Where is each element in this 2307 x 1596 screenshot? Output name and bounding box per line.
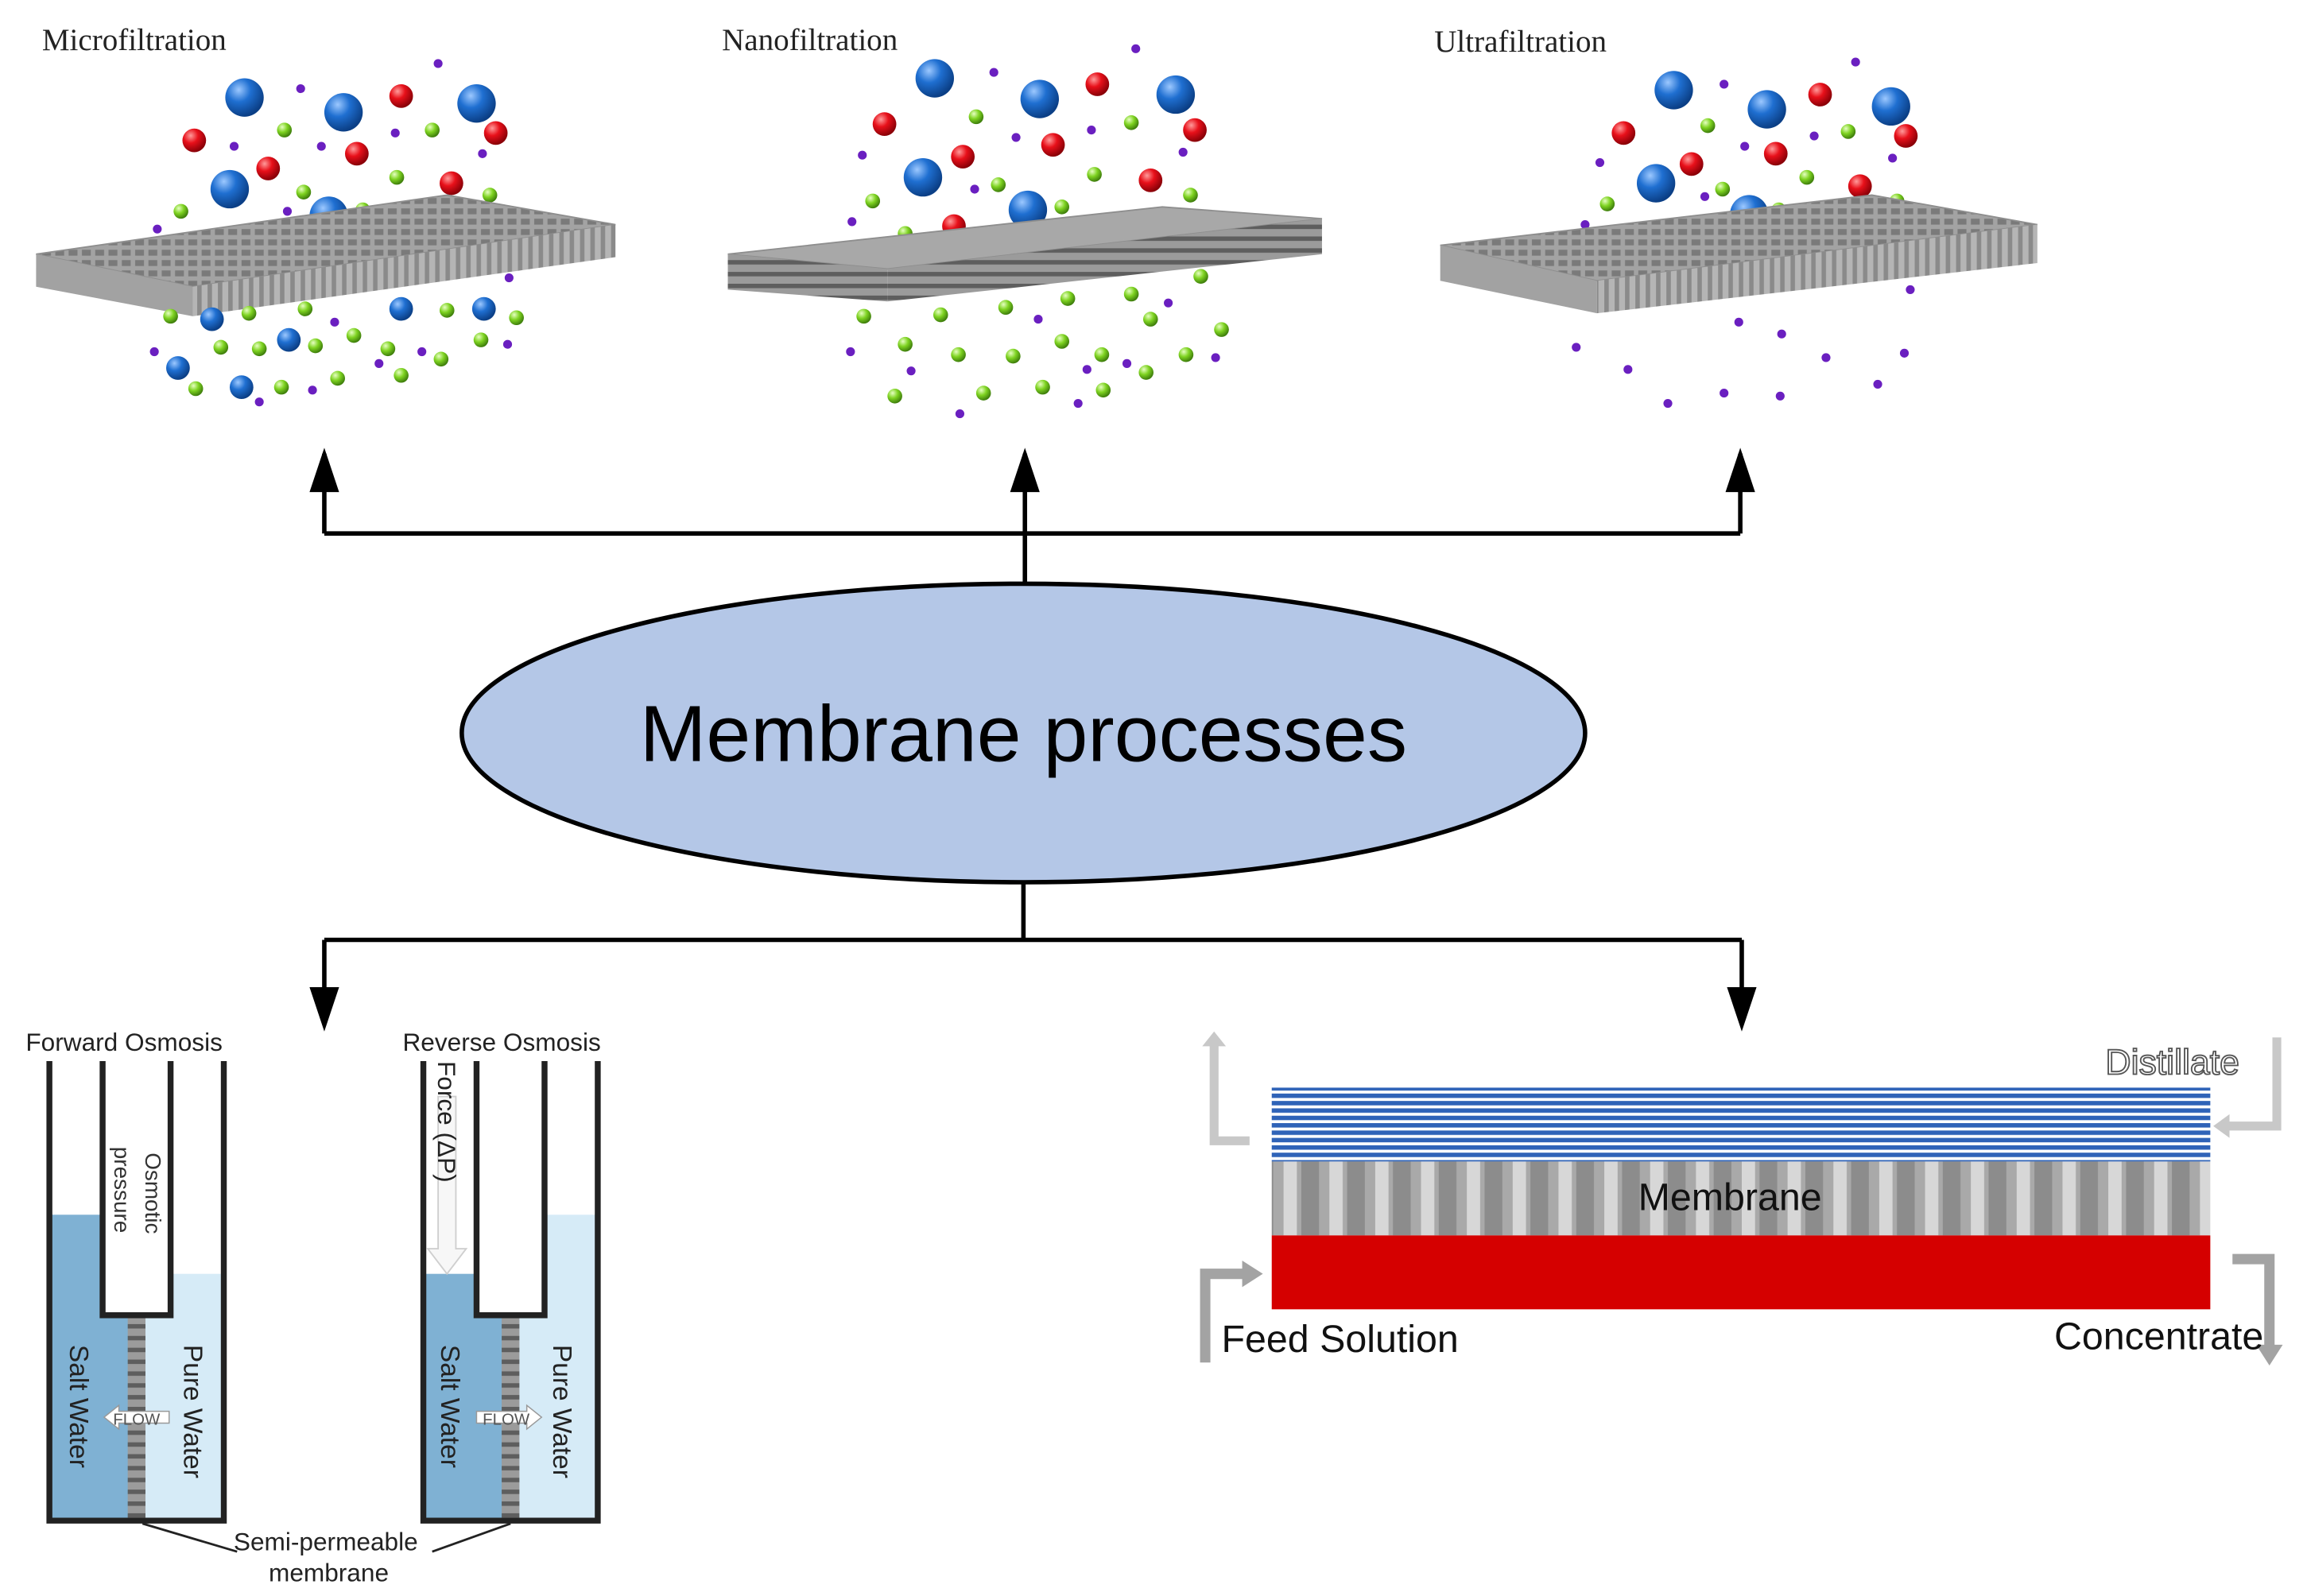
particles-below-ultrafiltration — [1572, 285, 1915, 409]
nanofiltration-title: Nanofiltration — [722, 23, 898, 57]
central-label: Membrane processes — [640, 690, 1407, 779]
arrowhead-membrane-distillation — [1727, 986, 1757, 1032]
fo-osmotic-label: Osmotic — [141, 1152, 165, 1234]
feed-layer — [1271, 1235, 2211, 1310]
particles-above-ultrafiltration — [1580, 57, 1918, 244]
arrowhead-ultrafiltration — [1725, 447, 1755, 493]
ro-outer-tube — [420, 1060, 601, 1524]
ro-force-arrow-icon — [426, 1095, 468, 1276]
microfiltration-membrane — [36, 194, 616, 316]
ultrafiltration-panel: Ultrafiltration — [1434, 25, 2038, 409]
fo-pure-water-label: Pure Water — [177, 1345, 207, 1478]
ultrafiltration-title: Ultrafiltration — [1434, 25, 1607, 59]
arrowhead-nanofiltration — [1010, 447, 1040, 493]
fo-pressure-label: pressure — [110, 1147, 134, 1233]
particles-above-nanofiltration — [847, 44, 1207, 246]
central-node: Membrane processes — [459, 581, 1588, 885]
arrowhead-microfiltration — [309, 447, 339, 493]
ro-flow-arrow-icon — [475, 1404, 543, 1431]
fo-flow-arrow-icon — [103, 1404, 170, 1431]
fo-outer-tube — [46, 1060, 227, 1524]
ro-force-label: Force (ΔP) — [432, 1061, 461, 1183]
nanofiltration-panel: Nanofiltration — [722, 23, 1323, 419]
ro-inner-tube — [473, 1060, 548, 1319]
semi-permeable-membrane-callout: Semi-permeable membrane — [142, 1522, 511, 1586]
ro-salt-water-label: Salt Water — [435, 1345, 464, 1468]
upper-arrowheads — [309, 447, 1755, 493]
concentrate-out-arrow-icon — [2232, 1253, 2275, 1348]
forward-osmosis-diagram: Forward Osmosis Osmotic pressure Salt Wa… — [25, 1028, 227, 1524]
ro-flow-label: FLOW — [483, 1410, 530, 1428]
reverse-osmosis-diagram: Reverse Osmosis Force (ΔP) Salt Water Pu… — [402, 1028, 601, 1524]
membrane-distillation-diagram: Distillate Membrane Feed Solution Concen… — [1200, 1031, 2283, 1366]
distillate-in-arrow-icon — [2224, 1037, 2282, 1131]
concentrate-label: Concentrate — [2054, 1315, 2263, 1358]
ro-pure-water-label: Pure Water — [547, 1345, 576, 1478]
lower-connector-tree — [322, 881, 1744, 990]
fo-flow-label: FLOW — [113, 1410, 161, 1428]
membrane-label: membrane — [269, 1558, 389, 1586]
fo-salt-water-label: Salt Water — [64, 1345, 93, 1468]
arrowhead-osmosis — [309, 986, 339, 1032]
microfiltration-panel: Microfiltration — [36, 23, 616, 407]
distillate-layer — [1271, 1087, 2211, 1162]
feed-in-arrow-icon — [1200, 1269, 1246, 1363]
distillate-label: Distillate — [2105, 1044, 2239, 1083]
ultrafiltration-membrane — [1440, 194, 2038, 314]
distillate-out-arrow-icon — [1209, 1041, 1250, 1145]
microfiltration-title: Microfiltration — [42, 23, 227, 57]
particles-below-nanofiltration — [846, 269, 1229, 419]
lower-arrowheads — [309, 986, 1757, 1032]
md-membrane-label: Membrane — [1638, 1176, 1822, 1219]
feed-solution-label: Feed Solution — [1222, 1318, 1459, 1361]
forward-osmosis-title: Forward Osmosis — [25, 1028, 223, 1056]
semi-permeable-label: Semi-permeable — [234, 1527, 418, 1555]
nanofiltration-membrane — [727, 206, 1323, 302]
reverse-osmosis-title: Reverse Osmosis — [402, 1028, 600, 1056]
membrane-layer — [1271, 1161, 2211, 1236]
fo-inner-tube — [99, 1060, 174, 1319]
particles-below-microfiltration — [149, 273, 524, 407]
